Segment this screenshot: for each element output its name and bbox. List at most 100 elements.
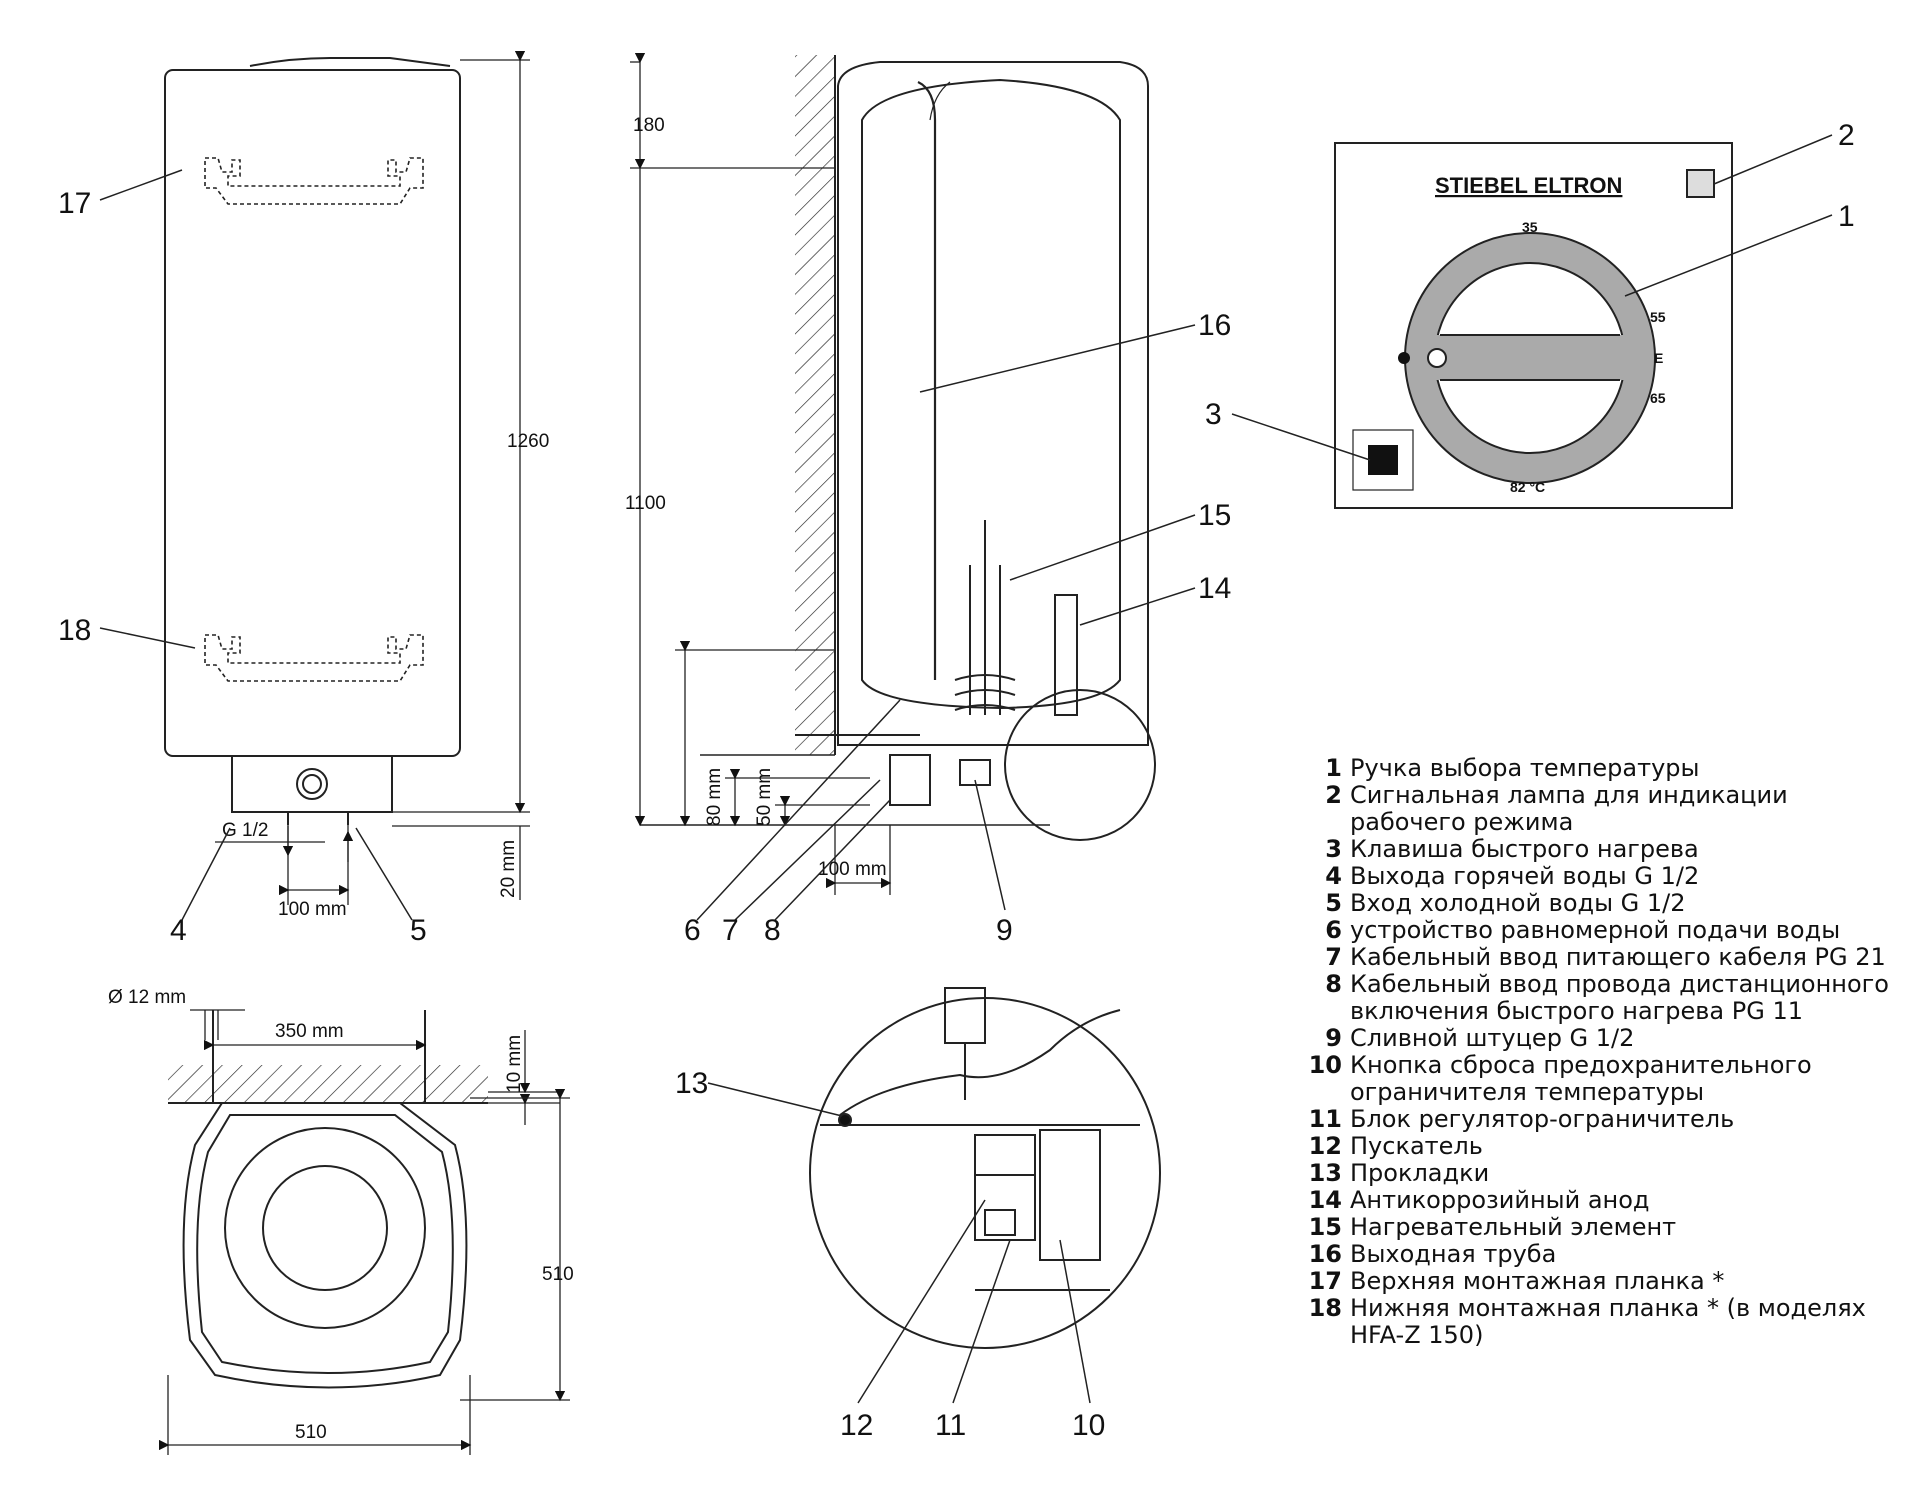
legend-text: Клавиша быстрого нагрева bbox=[1350, 835, 1699, 863]
legend-item: 13 Прокладки bbox=[1300, 1160, 1900, 1187]
detail-view bbox=[809, 987, 1161, 1349]
callout-5: 5 bbox=[410, 914, 427, 947]
dim-80mm: 80 mm bbox=[704, 768, 725, 826]
callout-1: 1 bbox=[1838, 200, 1855, 233]
legend-item: 17 Верхняя монтажная планка * bbox=[1300, 1268, 1900, 1295]
dial-e: E bbox=[1654, 350, 1663, 366]
dim-20mm: 20 mm bbox=[498, 840, 519, 898]
legend-text: Нагревательный элемент bbox=[1350, 1213, 1677, 1241]
dial-35: 35 bbox=[1522, 219, 1538, 235]
legend-number: 17 bbox=[1308, 1267, 1342, 1295]
top-view bbox=[168, 1010, 488, 1389]
callout-10: 10 bbox=[1072, 1409, 1105, 1442]
legend-item: 2 Сигнальная лампа для индикации рабочего… bbox=[1300, 782, 1900, 836]
callout-4: 4 bbox=[170, 914, 187, 947]
dim-510-vertical: 510 bbox=[542, 1264, 574, 1285]
lower-mounting-bracket bbox=[204, 634, 424, 682]
dial-65: 65 bbox=[1650, 390, 1666, 406]
legend-text: устройство равномерной подачи воды bbox=[1350, 916, 1841, 944]
legend-text: Антикоррозийный анод bbox=[1350, 1186, 1650, 1214]
legend-number: 18 bbox=[1308, 1294, 1342, 1322]
legend-number: 6 bbox=[1325, 916, 1342, 944]
dim-100mm-front: 100 mm bbox=[278, 899, 347, 920]
top-dimensions bbox=[158, 1009, 570, 1455]
legend-text: Кабельный ввод питающего кабеля PG 21 bbox=[1350, 943, 1886, 971]
signal-lamp bbox=[1686, 169, 1715, 198]
callout-6: 6 bbox=[684, 914, 701, 947]
legend-number: 16 bbox=[1308, 1240, 1342, 1268]
legend-number: 1 bbox=[1325, 754, 1342, 782]
legend-text: Пускатель bbox=[1350, 1132, 1483, 1160]
dim-180: 180 bbox=[633, 115, 665, 136]
dim-100mm-side: 100 mm bbox=[818, 859, 887, 880]
legend-item: 4 Выхода горячей воды G 1/2 bbox=[1300, 863, 1900, 890]
callout-16: 16 bbox=[1198, 309, 1231, 342]
parts-legend: 1 Ручка выбора температуры 2 Сигнальная лам… bbox=[1300, 755, 1900, 1349]
legend-text: Ручка выбора температуры bbox=[1350, 754, 1700, 782]
legend-number: 8 bbox=[1325, 970, 1342, 998]
callout-8: 8 bbox=[764, 914, 781, 947]
legend-item: 14 Антикоррозийный анод bbox=[1300, 1187, 1900, 1214]
legend-number: 2 bbox=[1325, 781, 1342, 809]
legend-number: 13 bbox=[1308, 1159, 1342, 1187]
legend-item: 16 Выходная труба bbox=[1300, 1241, 1900, 1268]
callout-12: 12 bbox=[840, 1409, 873, 1442]
legend-item: 1 Ручка выбора температуры bbox=[1300, 755, 1900, 782]
dim-350mm: 350 mm bbox=[275, 1021, 344, 1042]
callout-leaders bbox=[99, 134, 1833, 1404]
dim-510-horizontal: 510 bbox=[295, 1422, 327, 1443]
legend-number: 10 bbox=[1308, 1051, 1342, 1079]
callout-3: 3 bbox=[1205, 398, 1222, 431]
callout-14: 14 bbox=[1198, 572, 1231, 605]
dial-55: 55 bbox=[1650, 309, 1666, 325]
legend-number: 5 bbox=[1325, 889, 1342, 917]
callout-9: 9 bbox=[996, 914, 1013, 947]
dim-50mm: 50 mm bbox=[754, 768, 775, 826]
legend-item: 12 Пускатель bbox=[1300, 1133, 1900, 1160]
legend-text: Верхняя монтажная планка * bbox=[1350, 1267, 1725, 1295]
callout-2: 2 bbox=[1838, 119, 1855, 152]
front-view bbox=[164, 57, 461, 825]
legend-item: 6 устройство равномерной подачи воды bbox=[1300, 917, 1900, 944]
legend-number: 12 bbox=[1308, 1132, 1342, 1160]
upper-mounting-bracket bbox=[204, 157, 424, 205]
legend-text: Выхода горячей воды G 1/2 bbox=[1350, 862, 1700, 890]
legend-number: 7 bbox=[1325, 943, 1342, 971]
quick-heat-button bbox=[1368, 445, 1398, 475]
legend-number: 11 bbox=[1308, 1105, 1342, 1133]
dim-1100: 1100 bbox=[625, 493, 666, 514]
front-dimensions bbox=[215, 50, 530, 905]
callout-15: 15 bbox=[1198, 499, 1231, 532]
legend-item: 5 Вход холодной воды G 1/2 bbox=[1300, 890, 1900, 917]
legend-item: 7 Кабельный ввод питающего кабеля PG 21 bbox=[1300, 944, 1900, 971]
brand-logo: STIEBEL ELTRON bbox=[1435, 173, 1622, 198]
callout-17: 17 bbox=[58, 187, 91, 220]
legend-text: Сигнальная лампа для индикации рабочего … bbox=[1350, 781, 1788, 836]
control-panel bbox=[1334, 142, 1733, 509]
dial-82: 82 °C bbox=[1510, 479, 1545, 495]
legend-item: 3 Клавиша быстрого нагрева bbox=[1300, 836, 1900, 863]
legend-item: 10 Кнопка сброса предохранительного огран… bbox=[1300, 1052, 1900, 1106]
callout-11: 11 bbox=[935, 1409, 966, 1442]
legend-number: 14 bbox=[1308, 1186, 1342, 1214]
legend-number: 3 bbox=[1325, 835, 1342, 863]
callout-18: 18 bbox=[58, 614, 91, 647]
legend-text: Выходная труба bbox=[1350, 1240, 1557, 1268]
legend-text: Вход холодной воды G 1/2 bbox=[1350, 889, 1686, 917]
side-section bbox=[640, 55, 1156, 841]
dim-1260: 1260 bbox=[507, 431, 549, 452]
heating-element bbox=[954, 520, 1016, 715]
legend-number: 4 bbox=[1325, 862, 1342, 890]
legend-number: 9 bbox=[1325, 1024, 1342, 1052]
dim-dia12: Ø 12 mm bbox=[108, 987, 186, 1008]
legend-text: Прокладки bbox=[1350, 1159, 1490, 1187]
legend-text: Блок регулятор-ограничитель bbox=[1350, 1105, 1735, 1133]
legend-item: 18 Нижняя монтажная планка * (в моделях H… bbox=[1300, 1295, 1900, 1349]
legend-text: Нижняя монтажная планка * (в моделях HFA… bbox=[1350, 1294, 1866, 1349]
dim-g12: G 1/2 bbox=[222, 820, 268, 841]
legend-text: Кнопка сброса предохранительного огранич… bbox=[1350, 1051, 1812, 1106]
